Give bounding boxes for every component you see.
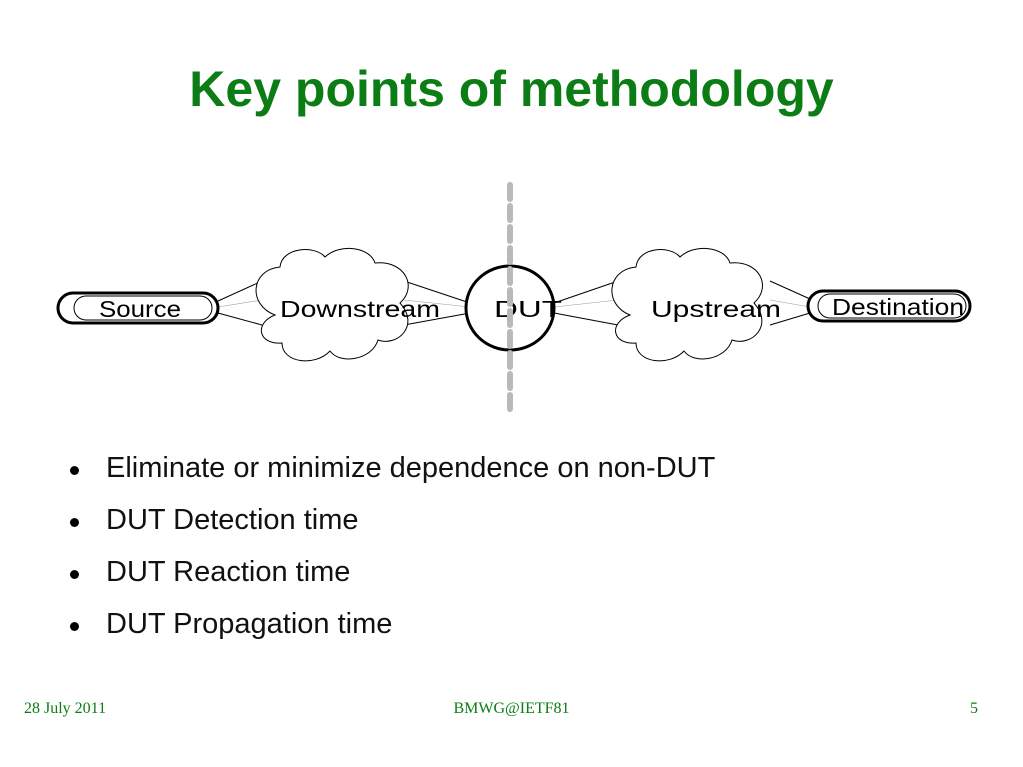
bullet-text: DUT Reaction time bbox=[106, 556, 351, 588]
footer-page-number: 5 bbox=[970, 700, 978, 717]
bullet-text: DUT Propagation time bbox=[106, 608, 393, 640]
bullet-dot-icon bbox=[70, 622, 79, 631]
destination-label: Destination bbox=[832, 294, 964, 320]
bullet-list: Eliminate or minimize dependence on non-… bbox=[70, 448, 715, 656]
upstream-cloud: Upstream bbox=[611, 247, 781, 362]
bullet-dot-icon bbox=[70, 466, 79, 475]
dut-label: DUT bbox=[494, 296, 562, 322]
bullet-item: DUT Reaction time bbox=[70, 552, 715, 604]
connection-lines bbox=[217, 280, 811, 326]
slide-title: Key points of methodology bbox=[189, 61, 834, 117]
bullet-dot-icon bbox=[70, 518, 79, 527]
bullet-dot-icon bbox=[70, 570, 79, 579]
bullet-item: Eliminate or minimize dependence on non-… bbox=[70, 448, 715, 500]
bullet-item: DUT Propagation time bbox=[70, 604, 715, 656]
dut-node: DUT bbox=[464, 264, 562, 352]
source-label: Source bbox=[99, 296, 181, 322]
thin-lines bbox=[217, 299, 811, 308]
bullet-text: Eliminate or minimize dependence on non-… bbox=[106, 452, 716, 484]
network-diagram: Source Downstream DUT Upstream Destinati… bbox=[56, 182, 972, 413]
downstream-cloud: Downstream bbox=[255, 247, 440, 362]
bullet-text: DUT Detection time bbox=[106, 504, 359, 536]
footer-event: BMWG@IETF81 bbox=[453, 700, 570, 717]
source-node: Source bbox=[56, 291, 220, 325]
footer-date: 28 July 2011 bbox=[24, 700, 107, 717]
bullet-item: DUT Detection time bbox=[70, 500, 715, 552]
upstream-label: Upstream bbox=[651, 296, 781, 322]
destination-node: Destination bbox=[806, 289, 972, 323]
downstream-label: Downstream bbox=[280, 296, 440, 322]
